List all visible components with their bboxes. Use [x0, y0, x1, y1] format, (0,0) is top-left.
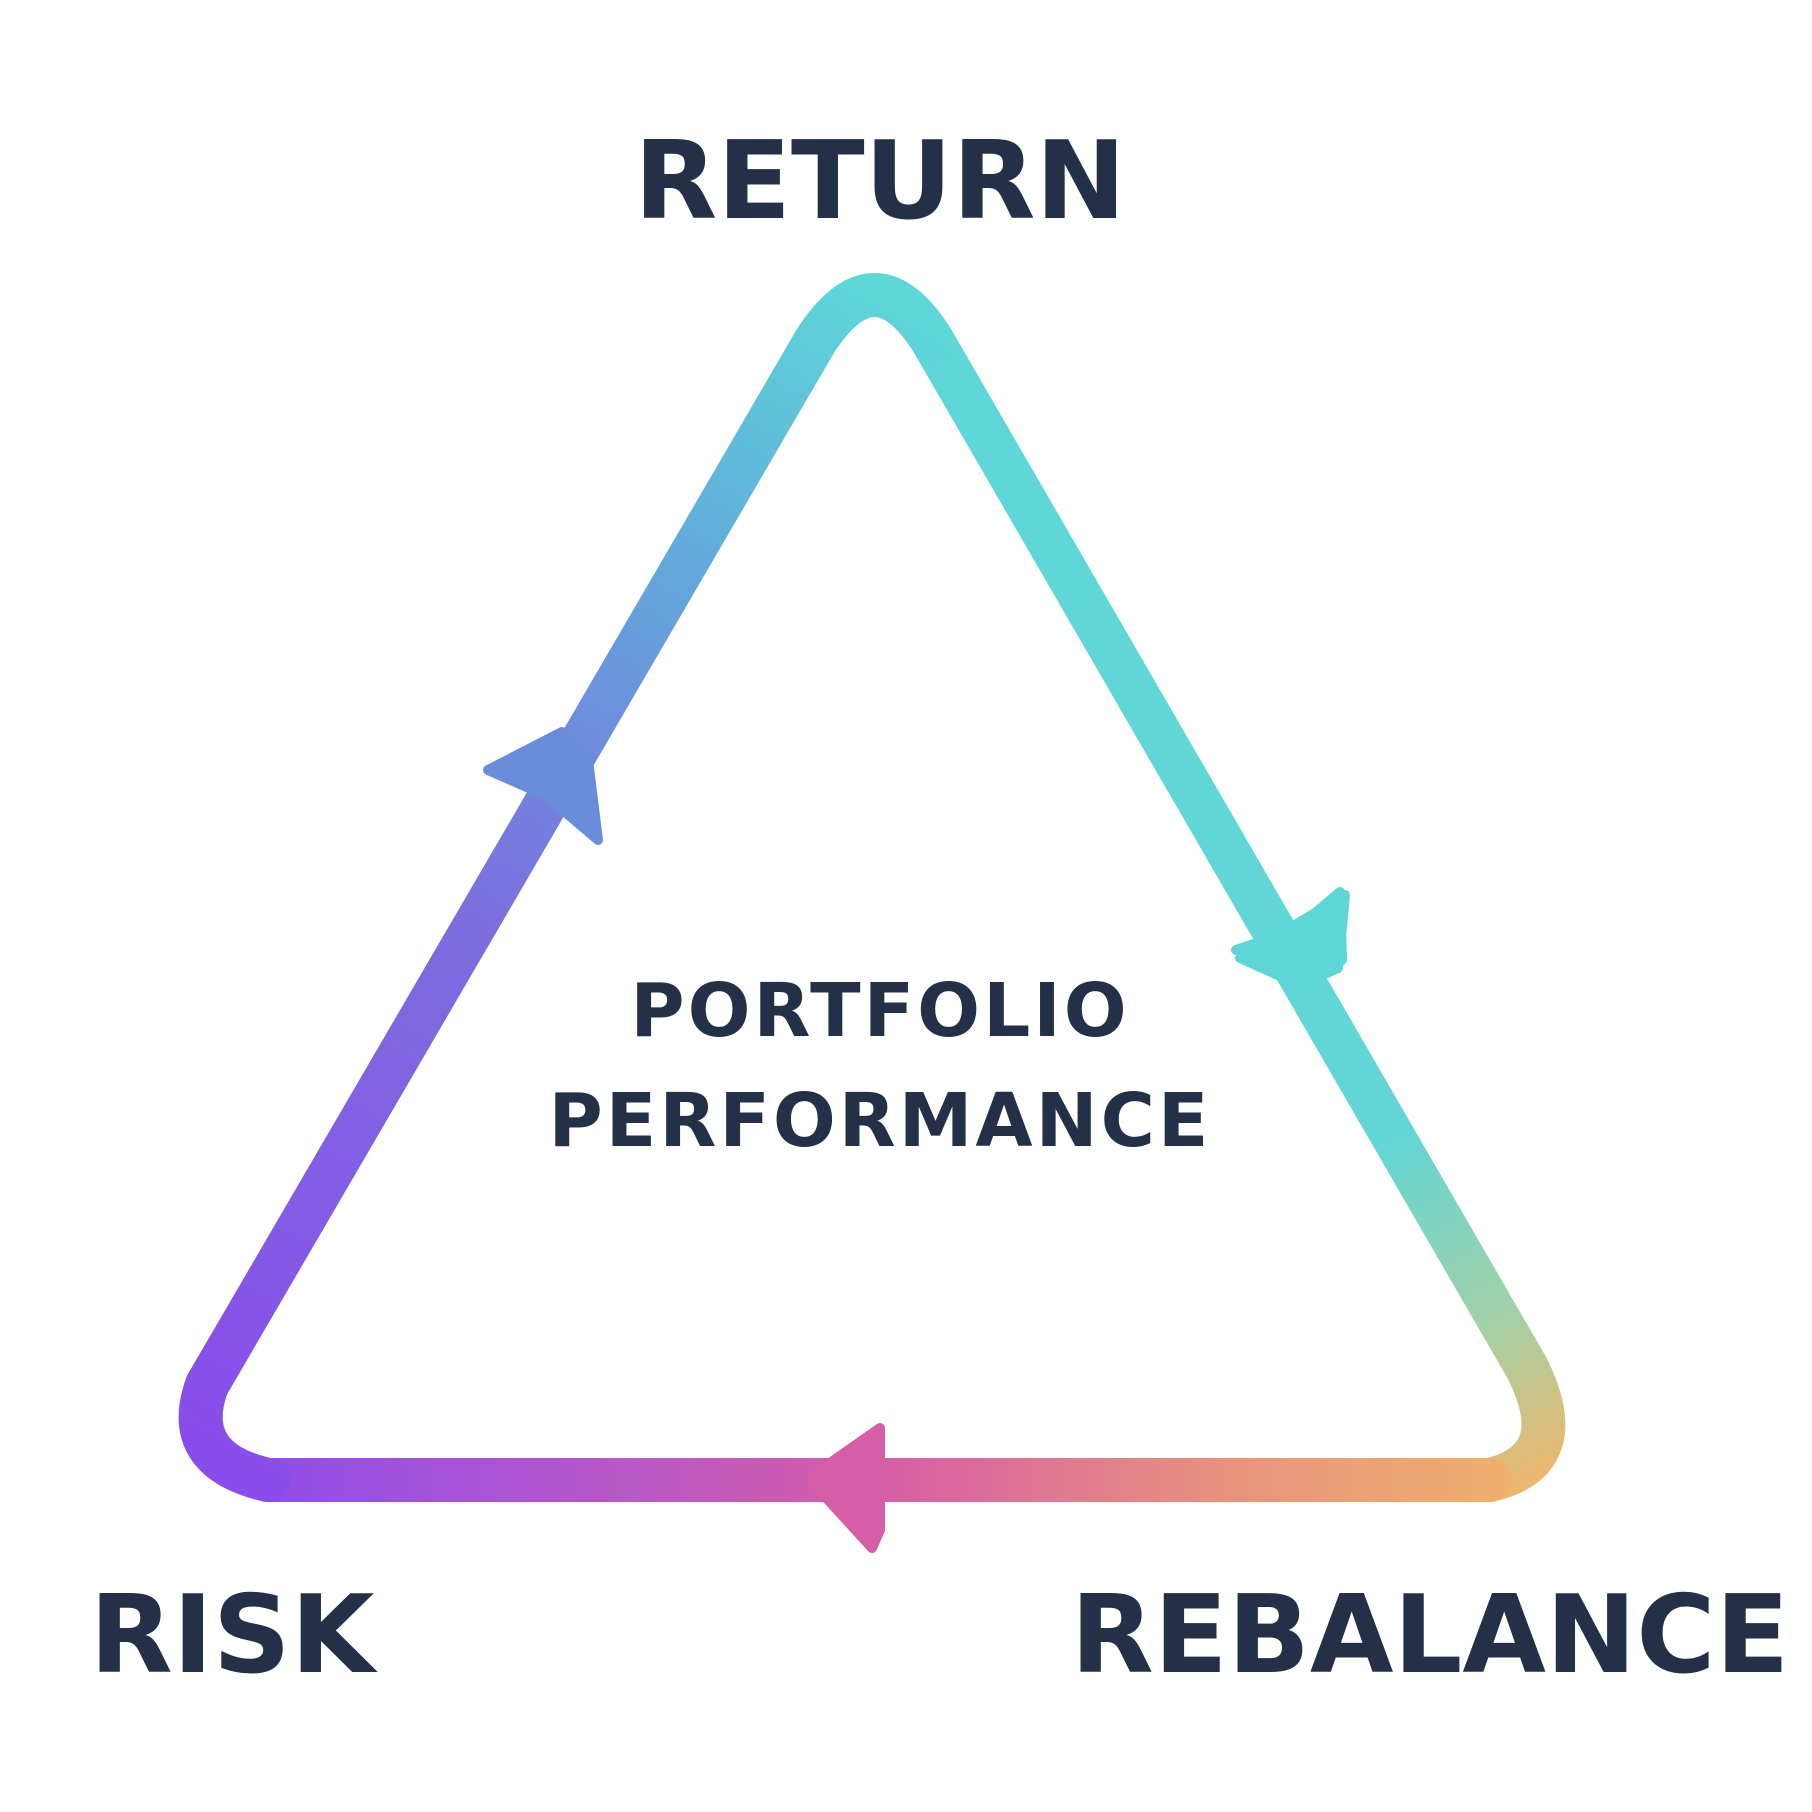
node-label-rebalance: REBALANCE — [1071, 1573, 1790, 1698]
arrow-toward-risk-icon — [805, 1423, 885, 1553]
node-label-return: RETURN — [634, 119, 1126, 244]
node-label-risk: RISK — [90, 1573, 378, 1698]
arrow-toward-return-icon — [483, 727, 603, 845]
edge-risk-to-return — [178, 273, 954, 1502]
center-title-line-1: PORTFOLIO — [630, 968, 1129, 1054]
center-title-line-2: PERFORMANCE — [549, 1078, 1212, 1164]
arrow-toward-rebalance-tip — [1235, 890, 1350, 990]
edge-return-to-rebalance — [910, 318, 1566, 1502]
